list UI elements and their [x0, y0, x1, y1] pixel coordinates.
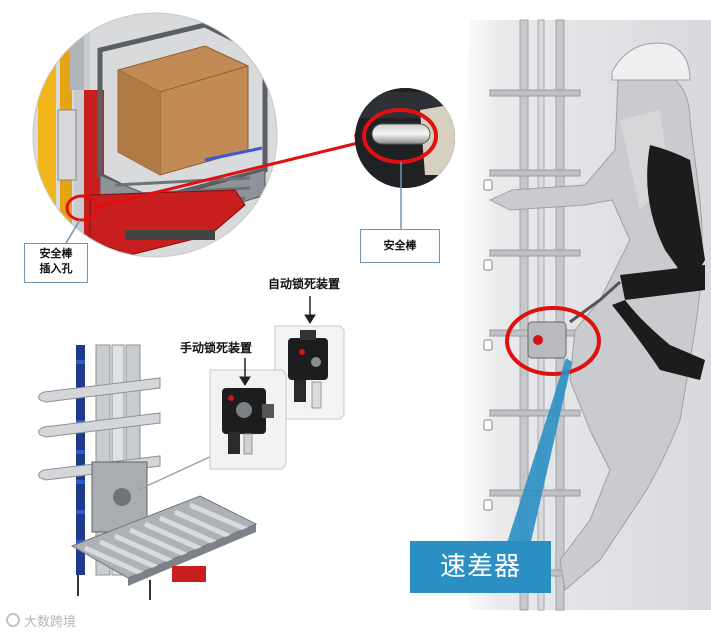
label-leader-lines — [65, 162, 402, 244]
auto-lock-device-card — [274, 325, 345, 420]
safety-bar-zoom-circle — [355, 88, 455, 188]
auto-lock-label: 自动锁死装置 — [268, 277, 341, 291]
lock-callout-line — [137, 454, 215, 491]
ladder-worker-scene — [459, 19, 711, 611]
manual-lock-device-card — [209, 369, 287, 470]
safety-bar-label-box: 安全棒 — [360, 229, 440, 263]
carriage-zoom-circle — [32, 12, 278, 258]
speed-governor-label-box: 速差器 — [410, 541, 551, 593]
lift-conveyor-scene — [38, 344, 258, 600]
safety-bar-hole-label-line1: 安全棒 — [39, 247, 73, 260]
safety-bar-hole-label-line2: 插入孔 — [39, 262, 73, 275]
red-arrow-line — [95, 141, 359, 209]
manual-lock-label: 手动锁死装置 — [180, 341, 253, 355]
safety-bar-label: 安全棒 — [383, 239, 417, 252]
safety-bar-hole-label-box: 安全棒 插入孔 — [24, 243, 88, 283]
watermark-logo-icon — [6, 613, 20, 627]
watermark-text: 大数跨境 — [24, 615, 77, 630]
speed-governor-label: 速差器 — [439, 552, 521, 582]
